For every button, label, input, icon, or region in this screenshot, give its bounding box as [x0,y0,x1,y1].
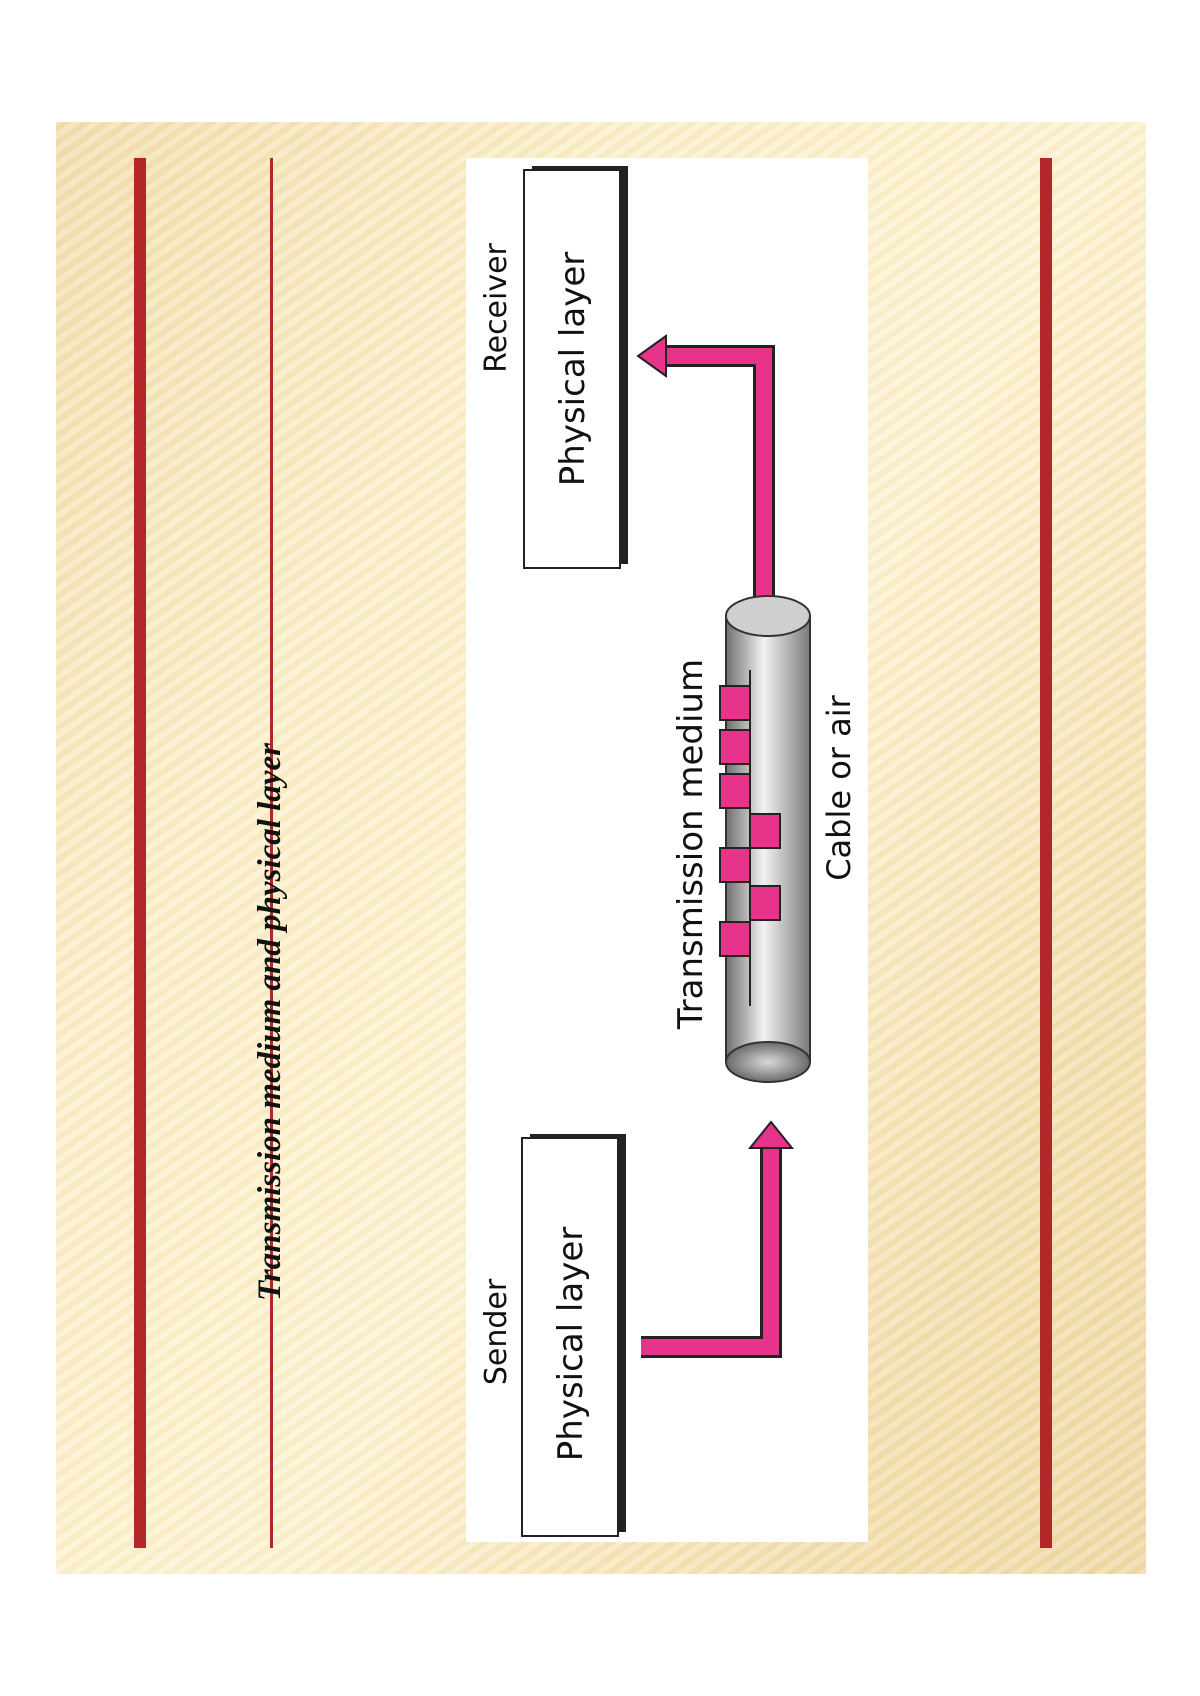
sender-box-label: Physical layer [551,1227,591,1461]
left-border-rule [134,158,146,1548]
diagram-panel: Physical layer Receiver Physical layer S… [466,158,868,1542]
transmission-medium-label: Transmission medium [671,659,711,1030]
slide-background: Transmission medium and physical layer P… [56,122,1146,1574]
medium-to-receiver-arrow [636,334,775,610]
sender-label: Sender [479,1278,514,1385]
slide-title: Transmission medium and physical layer [252,743,288,1302]
cable-or-air-label: Cable or air [820,694,858,880]
sender-to-medium-arrow [641,1120,795,1358]
diagram-svg: Physical layer Receiver Physical layer S… [479,166,858,1537]
receiver-physical-layer-box: Physical layer [523,166,628,569]
receiver-label: Receiver [479,242,514,372]
receiver-box-label: Physical layer [553,252,593,486]
title-divider-rule [270,158,273,1548]
digital-signal-waveform [719,670,781,1006]
sender-physical-layer-box: Physical layer [521,1134,626,1537]
right-border-rule [1040,158,1052,1548]
